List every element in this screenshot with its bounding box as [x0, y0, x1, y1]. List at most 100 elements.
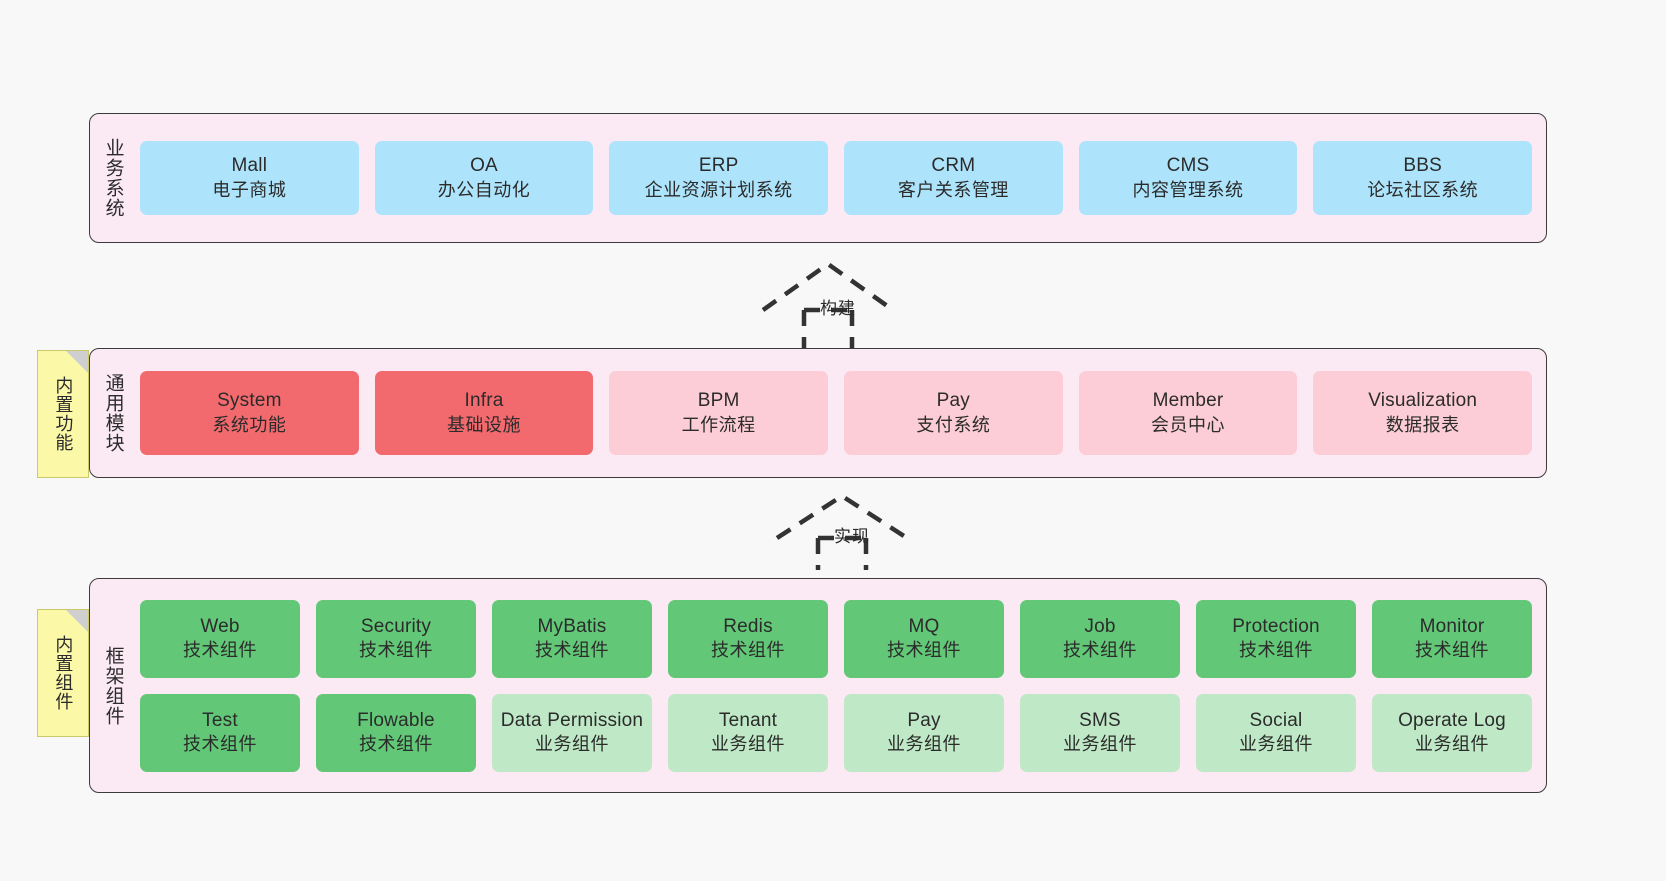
layer-business-systems: 业务系统 Mall 电子商城 OA 办公自动化 ERP 企业资源计划系统 CRM	[89, 113, 1547, 243]
card-subtitle: 会员中心	[1151, 414, 1226, 435]
card-title: MyBatis	[537, 615, 607, 637]
card-system[interactable]: System 系统功能	[140, 371, 359, 455]
card-job[interactable]: Job 技术组件	[1020, 599, 1180, 678]
card-subtitle: 企业资源计划系统	[644, 179, 793, 200]
note-label: 内置组件	[53, 635, 74, 711]
card-subtitle: 技术组件	[359, 640, 433, 661]
card-title: Security	[360, 615, 432, 637]
card-title: MQ	[908, 615, 940, 637]
card-subtitle: 技术组件	[1063, 640, 1137, 661]
card-subtitle: 业务组件	[887, 734, 961, 755]
card-title: Mall	[231, 155, 268, 177]
card-title: BPM	[697, 390, 740, 412]
card-test[interactable]: Test 技术组件	[140, 693, 300, 772]
card-subtitle: 数据报表	[1385, 414, 1460, 435]
card-row: Web 技术组件 Security 技术组件 MyBatis 技术组件 Redi…	[140, 599, 1532, 678]
note-label: 内置功能	[53, 376, 74, 452]
card-member[interactable]: Member 会员中心	[1078, 371, 1298, 455]
card-mall[interactable]: Mall 电子商城	[140, 141, 359, 215]
layer-body-business: Mall 电子商城 OA 办公自动化 ERP 企业资源计划系统 CRM 客户关系…	[136, 114, 1546, 242]
generalization-arrow-build: 构建	[758, 258, 908, 350]
layer-title-modules: 通用模块	[102, 373, 124, 453]
card-tenant[interactable]: Tenant 业务组件	[668, 693, 828, 772]
card-subtitle: 业务组件	[1239, 734, 1313, 755]
dashed-up-arrow-icon	[761, 261, 895, 350]
card-title: Pay	[936, 390, 971, 412]
card-title: Pay	[907, 709, 941, 731]
card-row: Mall 电子商城 OA 办公自动化 ERP 企业资源计划系统 CRM 客户关系…	[140, 141, 1533, 215]
card-subtitle: 技术组件	[535, 640, 609, 661]
card-subtitle: 支付系统	[916, 414, 991, 435]
card-bbs[interactable]: BBS 论坛社区系统	[1313, 141, 1533, 215]
card-subtitle: 基础设施	[447, 414, 521, 435]
layer-common-modules: 通用模块 System 系统功能 Infra 基础设施 BPM 工作流程 Pay	[89, 348, 1547, 478]
card-mybatis[interactable]: MyBatis 技术组件	[492, 599, 652, 678]
card-data-permission[interactable]: Data Permission 业务组件	[492, 693, 652, 772]
card-subtitle: 客户关系管理	[897, 179, 1009, 200]
generalization-arrow-implement: 实现	[772, 492, 922, 570]
card-sms[interactable]: SMS 业务组件	[1020, 693, 1180, 772]
card-pay-module[interactable]: Pay 支付系统	[844, 371, 1063, 455]
card-operate-log[interactable]: Operate Log 业务组件	[1372, 693, 1532, 772]
card-title: Social	[1249, 709, 1303, 731]
card-title: CRM	[931, 155, 976, 177]
card-crm[interactable]: CRM 客户关系管理	[844, 141, 1063, 215]
card-protection[interactable]: Protection 技术组件	[1196, 599, 1356, 678]
card-title: ERP	[698, 155, 739, 177]
sticky-note-builtin-components: 内置组件	[37, 609, 89, 737]
card-subtitle: 工作流程	[681, 414, 756, 435]
card-oa[interactable]: OA 办公自动化	[374, 141, 594, 215]
card-pay-component[interactable]: Pay 业务组件	[844, 693, 1004, 772]
card-subtitle: 技术组件	[183, 640, 257, 661]
card-title: System	[217, 390, 282, 412]
card-title: Data Permission	[500, 709, 644, 731]
layer-title-frame: 框架组件	[102, 645, 124, 726]
card-subtitle: 电子商城	[212, 179, 287, 200]
card-subtitle: 业务组件	[1063, 734, 1137, 755]
card-subtitle: 业务组件	[1415, 734, 1489, 755]
card-erp[interactable]: ERP 企业资源计划系统	[609, 141, 829, 215]
card-subtitle: 论坛社区系统	[1367, 179, 1479, 200]
card-monitor[interactable]: Monitor 技术组件	[1372, 599, 1532, 678]
card-title: SMS	[1079, 709, 1121, 731]
card-title: Tenant	[718, 709, 778, 731]
card-title: Job	[1084, 615, 1116, 637]
card-subtitle: 技术组件	[359, 734, 433, 755]
card-title: Infra	[464, 390, 504, 412]
card-bpm[interactable]: BPM 工作流程	[609, 371, 829, 455]
card-infra[interactable]: Infra 基础设施	[374, 371, 594, 455]
card-title: Monitor	[1419, 615, 1485, 637]
card-subtitle: 技术组件	[1239, 640, 1313, 661]
layer-title-business: 业务系统	[102, 138, 124, 218]
card-subtitle: 办公自动化	[437, 179, 531, 200]
card-subtitle: 业务组件	[535, 734, 609, 755]
card-title: Operate Log	[1398, 709, 1506, 731]
card-title: Visualization	[1368, 390, 1478, 412]
card-row: Test 技术组件 Flowable 技术组件 Data Permission …	[140, 693, 1532, 772]
arrow-label-implement: 实现	[834, 527, 870, 546]
layer-framework-components: 框架组件 Web 技术组件 Security 技术组件 MyBatis 技术组件…	[89, 578, 1547, 793]
card-visualization[interactable]: Visualization 数据报表	[1313, 371, 1533, 455]
card-subtitle: 内容管理系统	[1132, 179, 1244, 200]
card-mq[interactable]: MQ 技术组件	[844, 599, 1004, 678]
card-cms[interactable]: CMS 内容管理系统	[1078, 141, 1298, 215]
sticky-note-builtin-features: 内置功能	[37, 350, 89, 478]
card-title: OA	[470, 155, 498, 177]
layer-body-frame: Web 技术组件 Security 技术组件 MyBatis 技术组件 Redi…	[136, 579, 1546, 792]
card-subtitle: 业务组件	[711, 734, 785, 755]
card-subtitle: 系统功能	[212, 414, 287, 435]
card-title: Protection	[1232, 615, 1320, 637]
card-title: Web	[200, 615, 240, 637]
card-web[interactable]: Web 技术组件	[140, 599, 300, 678]
card-flowable[interactable]: Flowable 技术组件	[316, 693, 476, 772]
arrow-label-build: 构建	[820, 299, 856, 318]
card-row: System 系统功能 Infra 基础设施 BPM 工作流程 Pay 支付系统…	[140, 371, 1533, 455]
layer-body-modules: System 系统功能 Infra 基础设施 BPM 工作流程 Pay 支付系统…	[136, 349, 1546, 477]
card-title: BBS	[1403, 155, 1442, 177]
card-title: CMS	[1166, 155, 1210, 177]
card-title: Redis	[723, 615, 773, 637]
card-redis[interactable]: Redis 技术组件	[668, 599, 828, 678]
card-social[interactable]: Social 业务组件	[1196, 693, 1356, 772]
card-security[interactable]: Security 技术组件	[316, 599, 476, 678]
